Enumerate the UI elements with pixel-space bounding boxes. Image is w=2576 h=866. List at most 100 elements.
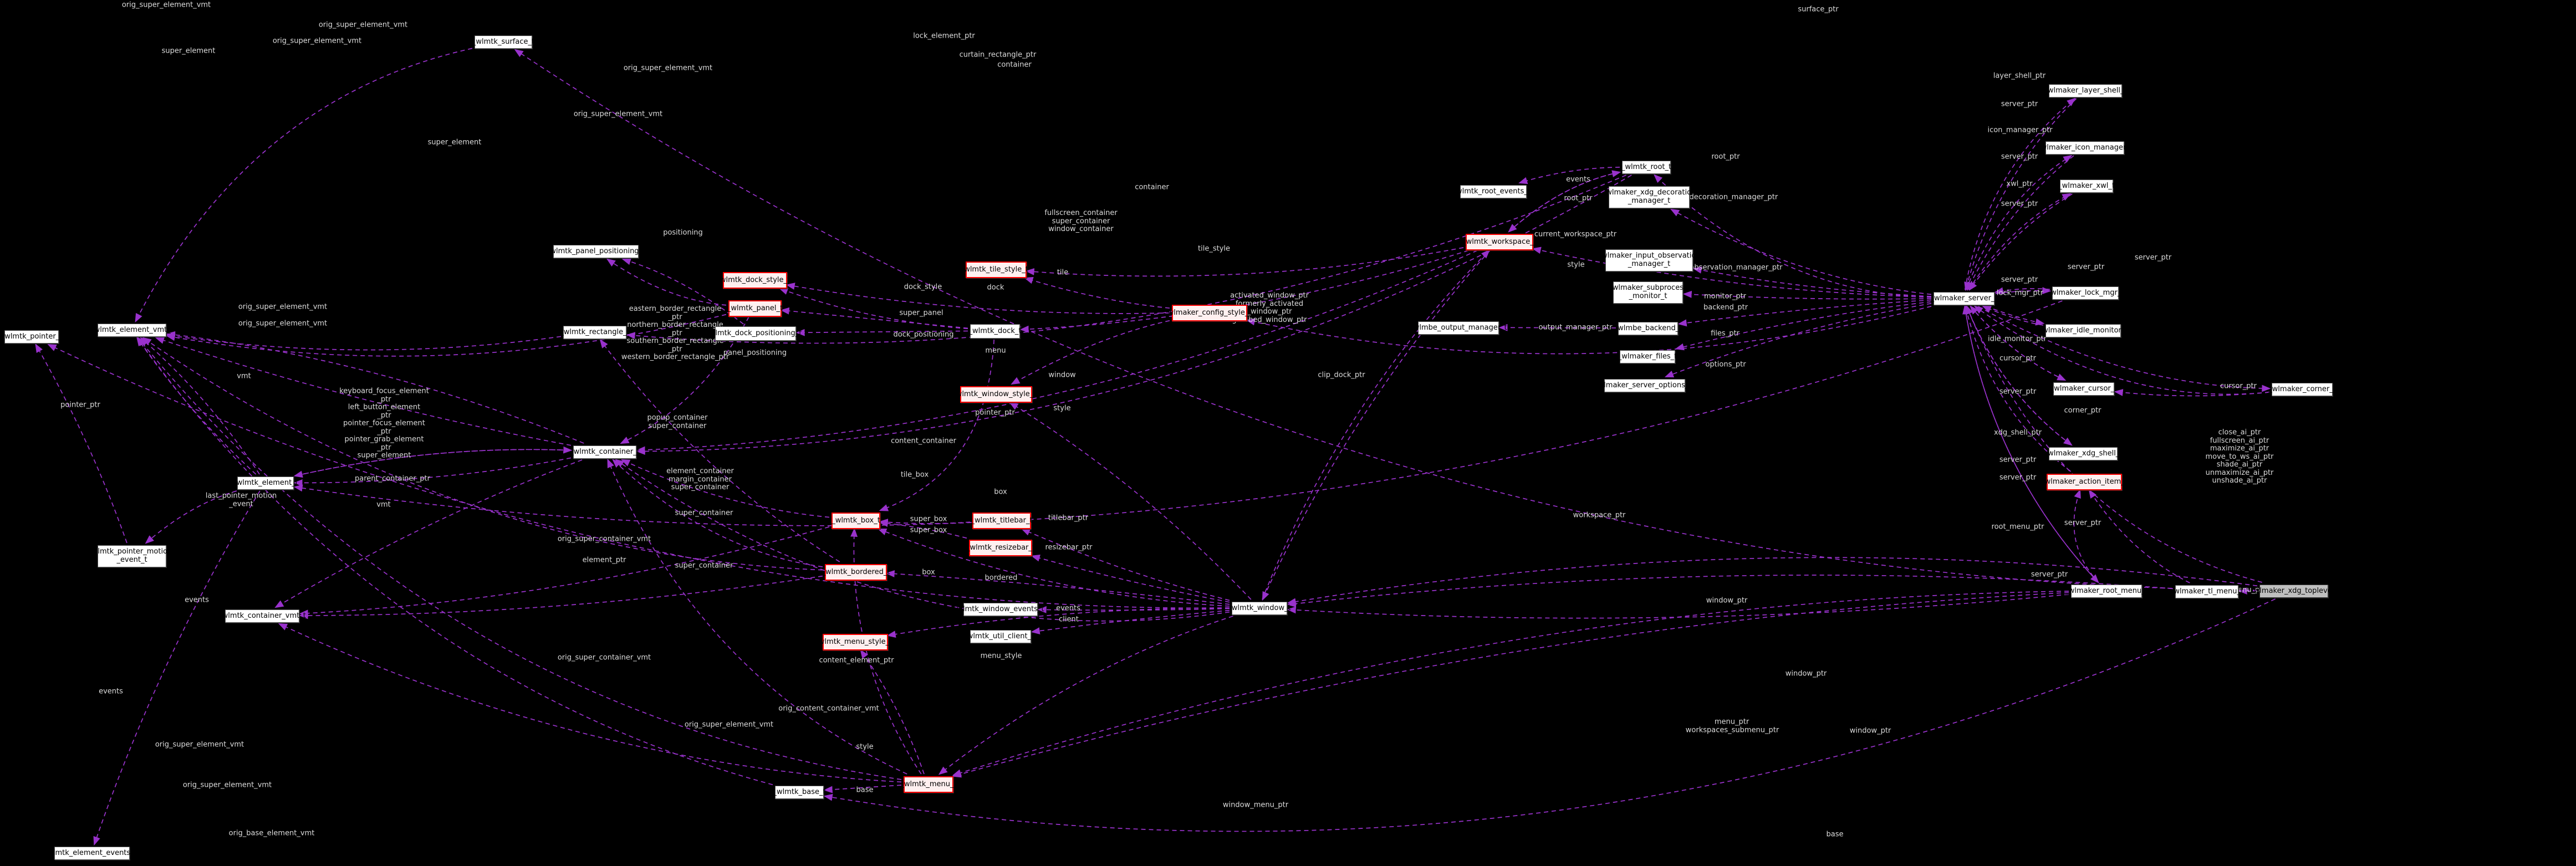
node-rectangle[interactable]: _wlmtk_rectangle_t bbox=[560, 326, 630, 339]
edge-server-to-backend bbox=[1677, 299, 1932, 327]
node-xwl[interactable]: _wlmaker_xwl_t bbox=[2058, 180, 2115, 193]
node-lock_mgr[interactable]: _wlmaker_lock_mgr_t bbox=[2047, 286, 2124, 300]
edge-rectangle-to-element_vmt bbox=[166, 332, 562, 351]
edge-base-to-element_vmt bbox=[136, 337, 773, 786]
edge-xdg_shell-to-server bbox=[1966, 305, 2072, 445]
edge-workspace-to-tile_style bbox=[1025, 247, 1464, 277]
node-menu_style[interactable]: wlmtk_menu_style_t bbox=[819, 634, 892, 650]
node-util_client[interactable]: wlmtk_util_client_t bbox=[967, 630, 1034, 643]
node-output_manager[interactable]: _wlmbe_output_manager_t bbox=[1410, 321, 1507, 335]
edge-root_menu-to-menu bbox=[952, 592, 2069, 778]
edge-menu-to-element_vmt bbox=[137, 337, 902, 780]
edge-workspace-to-dock bbox=[1019, 250, 1469, 333]
edge-bordered-to-rectangle bbox=[599, 339, 840, 562]
edge-root_menu-to-window bbox=[1287, 593, 2069, 619]
edge-window-to-resizebar bbox=[1031, 554, 1230, 603]
node-element_vmt[interactable]: _wlmtk_element_vmt_t bbox=[90, 324, 174, 337]
edge-root-to-root_events bbox=[1518, 166, 1620, 185]
node-container[interactable]: _wlmtk_container_t bbox=[570, 445, 640, 459]
node-titlebar[interactable]: _wlmtk_titlebar_t bbox=[971, 513, 1033, 529]
node-xdg_decoration[interactable]: _wlmaker_xdg_decoration _manager_t bbox=[1603, 186, 1696, 208]
node-dock_style[interactable]: wlmtk_dock_style_t bbox=[720, 272, 790, 289]
edge-server-to-workspace bbox=[1532, 247, 1932, 298]
edge-panel-to-element_vmt bbox=[166, 314, 727, 357]
node-box[interactable]: _wlmtk_box_t bbox=[832, 513, 880, 529]
edge-window-to-util_client bbox=[1031, 609, 1230, 635]
node-config_style[interactable]: wlmaker_config_style_t bbox=[1168, 305, 1251, 321]
edge-box-to-container bbox=[621, 459, 830, 518]
node-bordered[interactable]: _wlmtk_bordered_t bbox=[822, 564, 890, 581]
edge-server-to-files bbox=[1675, 301, 1932, 351]
edge-menu-to-container bbox=[607, 458, 907, 775]
edge-lock_mgr-to-element bbox=[293, 300, 2063, 526]
edge-element-to-element_vmt bbox=[136, 337, 257, 475]
edge-server-to-root_menu bbox=[1964, 306, 2099, 583]
edge-backend-to-output_manager bbox=[1498, 324, 1616, 331]
node-root_menu[interactable]: _wlmaker_root_menu_t bbox=[2065, 585, 2148, 598]
node-server_options[interactable]: wlmaker_server_options_t bbox=[1598, 379, 1691, 392]
edge-idle_monitor-to-server bbox=[1982, 306, 2044, 326]
edge-element-to-element_events bbox=[93, 490, 261, 846]
node-resizebar[interactable]: _wlmtk_resizebar_t bbox=[966, 540, 1035, 556]
node-server[interactable]: _wlmaker_server_t bbox=[1930, 292, 1998, 305]
node-idle_monitor[interactable]: _wlmaker_idle_monitor_t bbox=[2039, 324, 2128, 337]
edge-xdg_toplevel-to-server bbox=[1966, 305, 2262, 583]
edge-bordered-to-container_vmt bbox=[299, 575, 823, 619]
node-menu[interactable]: _wlmtk_menu_t bbox=[900, 776, 957, 793]
node-action_item[interactable]: _wlmaker_action_item_t bbox=[2041, 474, 2128, 490]
edge-window-to-workspace bbox=[1262, 249, 1490, 600]
node-files[interactable]: _wlmaker_files_t bbox=[1618, 350, 1677, 363]
edge-dock_positioning-to-panel_positioning bbox=[621, 258, 744, 325]
node-dock[interactable]: _wlmtk_dock_t bbox=[969, 324, 1022, 339]
node-panel[interactable]: _wlmtk_panel_t bbox=[727, 300, 783, 317]
edge-panel-to-panel_positioning bbox=[606, 258, 727, 306]
edge-workspace-to-root bbox=[1508, 170, 1621, 232]
node-xdg_toplevel[interactable]: wlmaker_xdg_toplevel bbox=[2254, 585, 2334, 598]
edge-window-to-menu bbox=[938, 616, 1233, 775]
edge-server-to-server_options bbox=[1664, 303, 1932, 378]
edge-resizebar-to-box bbox=[879, 520, 967, 539]
edge-dock-to-dock_positioning bbox=[795, 329, 968, 336]
edge-root_menu-to-server bbox=[1962, 305, 2099, 583]
edge-container-to-element bbox=[293, 457, 572, 486]
node-motion_event[interactable]: wlmtk_pointer_motion _event_t bbox=[92, 545, 172, 567]
edge-cursor-to-server bbox=[1970, 305, 2065, 381]
edge-root-to-rectangle bbox=[626, 175, 1626, 344]
edge-icon_manager-to-server bbox=[1967, 155, 2074, 291]
edge-config_style-to-window_style bbox=[1011, 320, 1170, 385]
edge-workspace-to-container bbox=[636, 250, 1478, 454]
node-tl_menu[interactable]: _wlmaker_tl_menu_t bbox=[2170, 585, 2243, 598]
node-dock_positioning[interactable]: wlmtk_dock_positioning_t bbox=[710, 326, 802, 341]
edge-xwl-to-server bbox=[1968, 193, 2073, 291]
node-base[interactable]: _wlmtk_base_t bbox=[773, 786, 826, 799]
node-container_vmt[interactable]: _wlmtk_container_vmt_t bbox=[218, 609, 306, 623]
node-window_style[interactable]: wlmtk_window_style_t bbox=[956, 386, 1036, 403]
edge-window-to-container bbox=[615, 459, 1230, 622]
node-corner[interactable]: _wlmaker_corner_t bbox=[2268, 383, 2336, 396]
edge-server-to-lock_mgr bbox=[1995, 287, 2052, 294]
node-element[interactable]: _wlmtk_element_t bbox=[233, 476, 298, 490]
edge-root_menu-to-menu bbox=[952, 591, 2069, 776]
node-xdg_shell[interactable]: _wlmaker_xdg_shell_t bbox=[2044, 447, 2122, 460]
node-cursor[interactable]: _wlmaker_cursor_t bbox=[2050, 382, 2117, 396]
node-element_events[interactable]: wlmtk_element_events_t bbox=[47, 847, 137, 860]
node-window[interactable]: _wlmtk_window_t bbox=[1228, 602, 1291, 615]
edge-bordered-to-container bbox=[612, 459, 823, 567]
node-input_observation[interactable]: _wlmaker_input_observation _manager_t bbox=[1598, 249, 1701, 271]
node-pointer[interactable]: _wlmtk_pointer_t bbox=[1, 330, 62, 344]
edge-corner-to-server bbox=[1973, 305, 2270, 395]
node-subprocess_monitor[interactable]: _wlmaker_subprocess _monitor_t bbox=[1609, 281, 1687, 304]
node-root[interactable]: _wlmtk_root_t bbox=[1621, 161, 1671, 174]
edge-xdg_toplevel-to-surface bbox=[514, 49, 2258, 591]
node-icon_manager[interactable]: _wlmaker_icon_manager_t bbox=[2037, 141, 2133, 155]
node-layer_shell[interactable]: _wlmaker_layer_shell_t bbox=[2044, 84, 2127, 98]
node-root_events[interactable]: wlmtk_root_events_t bbox=[1456, 185, 1531, 198]
node-tile_style[interactable]: wlmtk_tile_style_t bbox=[964, 262, 1028, 278]
node-window_events[interactable]: wlmtk_window_events_t bbox=[957, 603, 1044, 616]
node-panel_positioning[interactable]: _wlmtk_panel_positioning_t bbox=[547, 245, 645, 258]
node-surface[interactable]: _wlmtk_surface_t bbox=[472, 35, 534, 49]
node-backend[interactable]: _wlmbe_backend_t bbox=[1614, 322, 1682, 335]
node-workspace[interactable]: _wlmtk_workspace_t bbox=[1462, 234, 1537, 250]
edge-menu-to-container_vmt bbox=[278, 623, 902, 783]
